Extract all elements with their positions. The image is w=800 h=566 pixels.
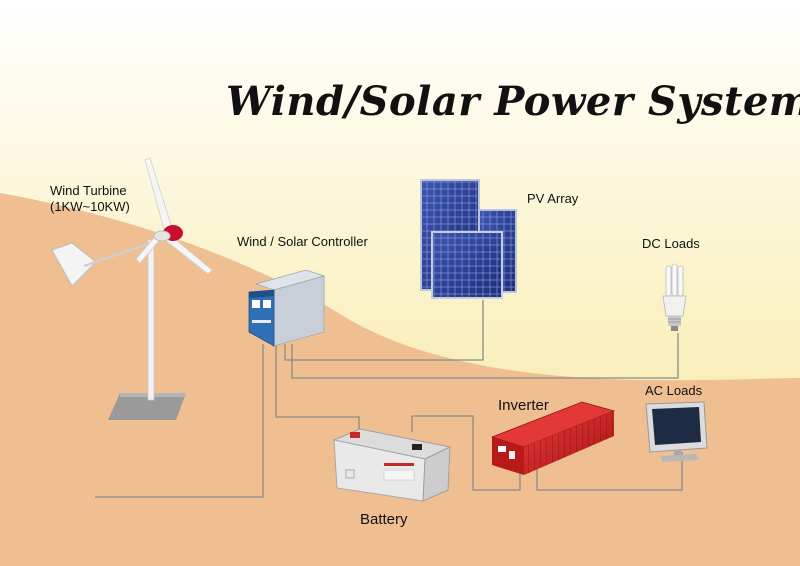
wind-turbine-name: Wind Turbine	[50, 183, 127, 198]
wiring	[95, 300, 683, 498]
dc-load-bulb	[662, 263, 687, 331]
inverter-label: Inverter	[498, 397, 549, 414]
turbine-base	[108, 393, 186, 420]
ground-hill	[0, 193, 800, 566]
ac-load-monitor	[645, 401, 708, 462]
pv-array-graphic	[420, 179, 517, 299]
controller-label: Wind / Solar Controller	[237, 234, 368, 249]
battery-label: Battery	[360, 511, 408, 528]
wind-turbine-graphic	[51, 157, 213, 420]
wire-turbine-controller	[95, 344, 264, 498]
controller-graphic	[248, 269, 326, 347]
wind-turbine-label: Wind Turbine (1KW~10KW)	[50, 183, 130, 215]
turbine-tower	[147, 239, 155, 401]
wire-controller-pv	[284, 300, 484, 361]
wire-controller-dc	[291, 333, 679, 379]
dc-loads-label: DC Loads	[642, 236, 700, 251]
diagram-title: Wind/Solar Power System	[226, 78, 800, 125]
wire-inverter-ac	[536, 452, 683, 491]
inverter-graphic	[490, 401, 616, 475]
wire-controller-battery	[275, 344, 360, 432]
battery-graphic	[332, 428, 452, 502]
ac-loads-label: AC Loads	[645, 383, 703, 398]
wind-turbine-range: (1KW~10KW)	[50, 199, 130, 214]
wire-battery-inverter	[411, 415, 521, 491]
pv-array-label: PV Array	[527, 191, 579, 206]
